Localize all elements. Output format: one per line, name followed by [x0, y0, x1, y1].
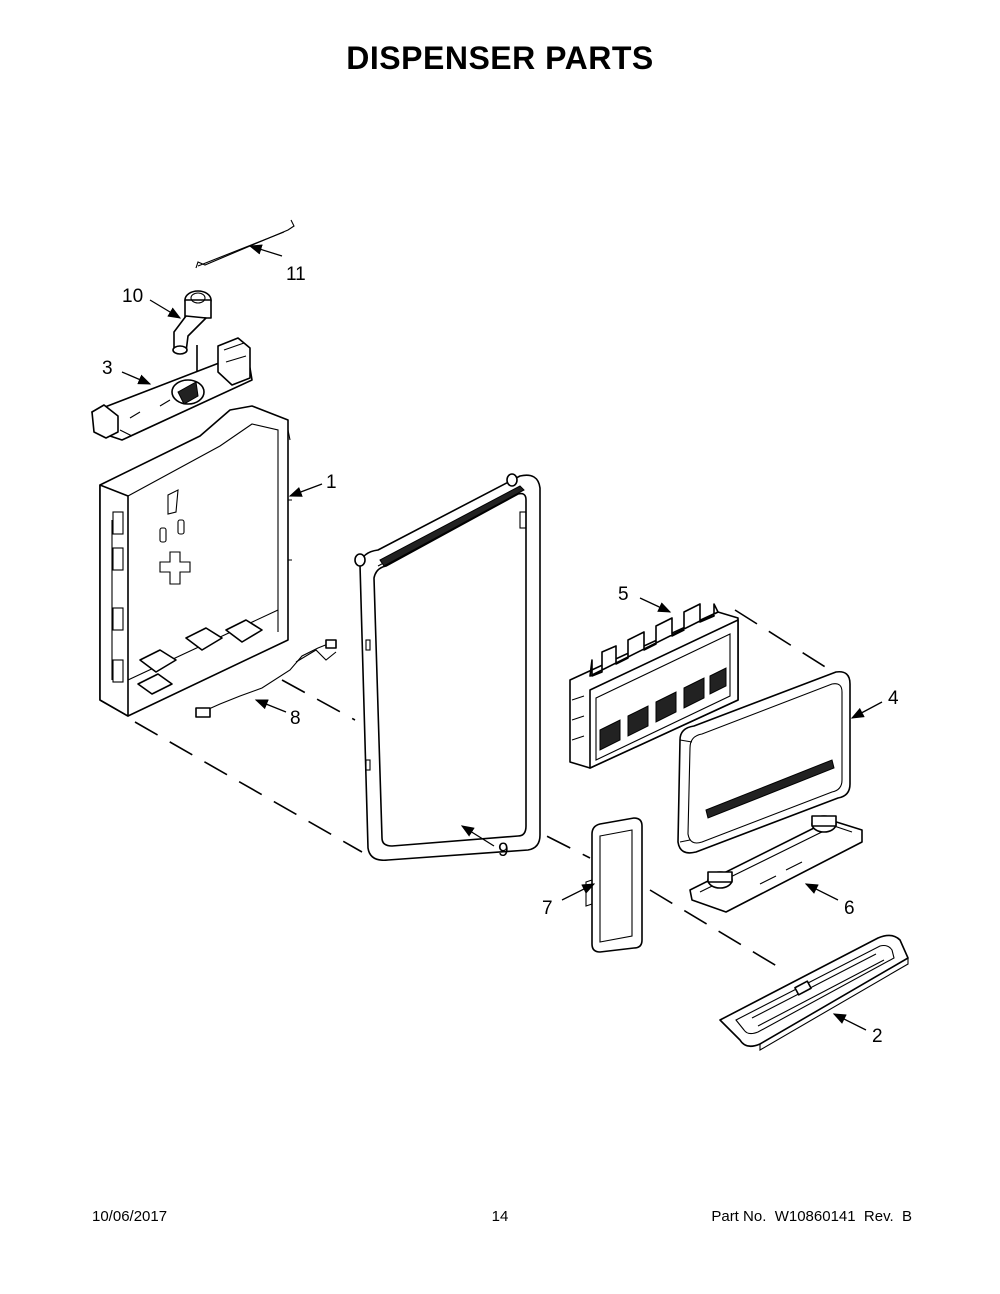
part-11-wire-rod [195, 219, 295, 269]
part-3-bracket [91, 337, 253, 441]
callout-9: 9 [498, 840, 509, 861]
callout-11: 11 [286, 264, 306, 285]
callout-5: 5 [618, 584, 629, 605]
part-5-control-board [569, 603, 739, 769]
callout-7: 7 [542, 898, 553, 919]
callout-4: 4 [888, 688, 899, 709]
part-7-lens [585, 817, 643, 953]
alignment-lines [134, 345, 831, 969]
page-title: DISPENSER PARTS [346, 40, 654, 76]
part-4-front-panel [677, 670, 851, 854]
footer-date: 10/06/2017 [92, 1208, 168, 1225]
callout-1: 1 [326, 472, 337, 493]
callout-2: 2 [872, 1026, 883, 1047]
callout-10: 10 [122, 286, 143, 307]
part-10-elbow-fitting [172, 290, 212, 355]
callout-leaders [121, 244, 883, 1031]
part-6-support-tray [689, 815, 863, 913]
part-2-drip-tray [719, 934, 909, 1051]
footer-part-number: Part No. W10860141 Rev. B [711, 1208, 912, 1225]
part-9-frame [354, 473, 541, 862]
callout-3: 3 [102, 358, 113, 379]
part-8-wire-harness [195, 639, 337, 718]
callout-8: 8 [290, 708, 301, 729]
page-number: 14 [491, 1208, 509, 1225]
callout-6: 6 [844, 898, 855, 919]
part-1-housing [99, 405, 292, 717]
callout-labels: 11 10 3 1 5 4 8 9 7 6 2 [102, 264, 899, 1047]
